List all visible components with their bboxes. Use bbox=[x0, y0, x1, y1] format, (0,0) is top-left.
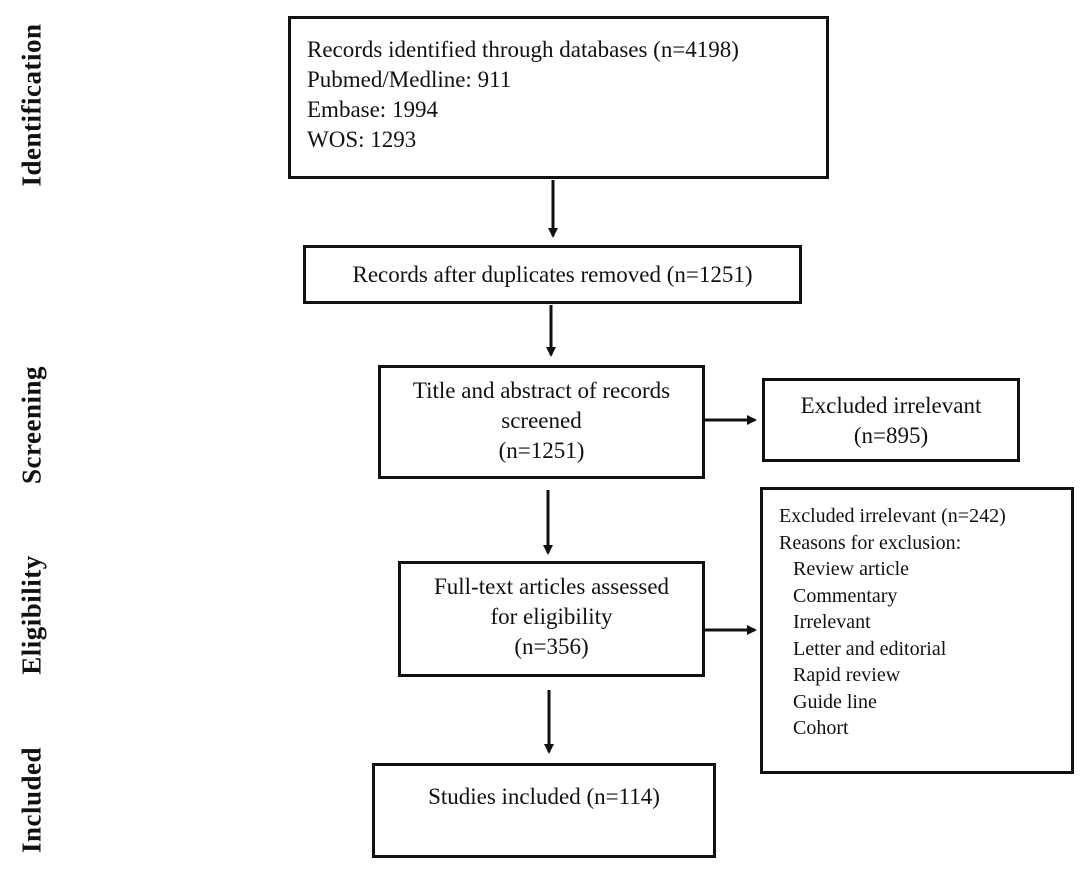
records-identified-title: Records identified through databases (n=… bbox=[307, 37, 739, 62]
reason-item: Irrelevant bbox=[793, 611, 871, 633]
fulltext-line-2: for eligibility bbox=[490, 604, 613, 629]
fulltext-line-1: Full-text articles assessed bbox=[433, 574, 670, 599]
screened-line-2: screened bbox=[501, 408, 582, 433]
screened-line-1: Title and abstract of records bbox=[412, 378, 671, 403]
reason-item: Rapid review bbox=[793, 664, 901, 686]
excluded-screening-count: (n=895) bbox=[853, 423, 929, 448]
source-pubmed: Pubmed/Medline: 911 bbox=[307, 67, 512, 92]
excluded-fulltext-box: Excluded irrelevant (n=242) Reasons for … bbox=[760, 487, 1074, 774]
screened-count: (n=1251) bbox=[498, 438, 585, 463]
source-wos: WOS: 1293 bbox=[307, 127, 417, 152]
screened-box: Title and abstract of records screened (… bbox=[378, 365, 705, 479]
studies-included-box: Studies included (n=114) bbox=[372, 763, 716, 858]
fulltext-box: Full-text articles assessed for eligibil… bbox=[398, 561, 705, 677]
fulltext-count: (n=356) bbox=[514, 634, 589, 659]
records-identified-box: Records identified through databases (n=… bbox=[288, 16, 829, 179]
reason-item: Guide line bbox=[793, 690, 877, 713]
source-embase: Embase: 1994 bbox=[307, 97, 438, 122]
duplicates-removed-text: Records after duplicates removed (n=1251… bbox=[352, 262, 753, 287]
reason-item: Letter and editorial bbox=[793, 637, 947, 660]
reason-item: Cohort bbox=[793, 717, 849, 739]
reason-item: Review article bbox=[793, 558, 910, 580]
excluded-screening-box: Excluded irrelevant (n=895) bbox=[762, 378, 1020, 462]
exclusion-reasons-heading: Reasons for exclusion: bbox=[779, 531, 962, 554]
excluded-fulltext-title: Excluded irrelevant (n=242) bbox=[779, 505, 1006, 527]
studies-included-text: Studies included (n=114) bbox=[428, 784, 660, 809]
duplicates-removed-box: Records after duplicates removed (n=1251… bbox=[303, 245, 802, 304]
excluded-screening-label: Excluded irrelevant bbox=[800, 393, 982, 418]
reason-item: Commentary bbox=[793, 584, 898, 607]
